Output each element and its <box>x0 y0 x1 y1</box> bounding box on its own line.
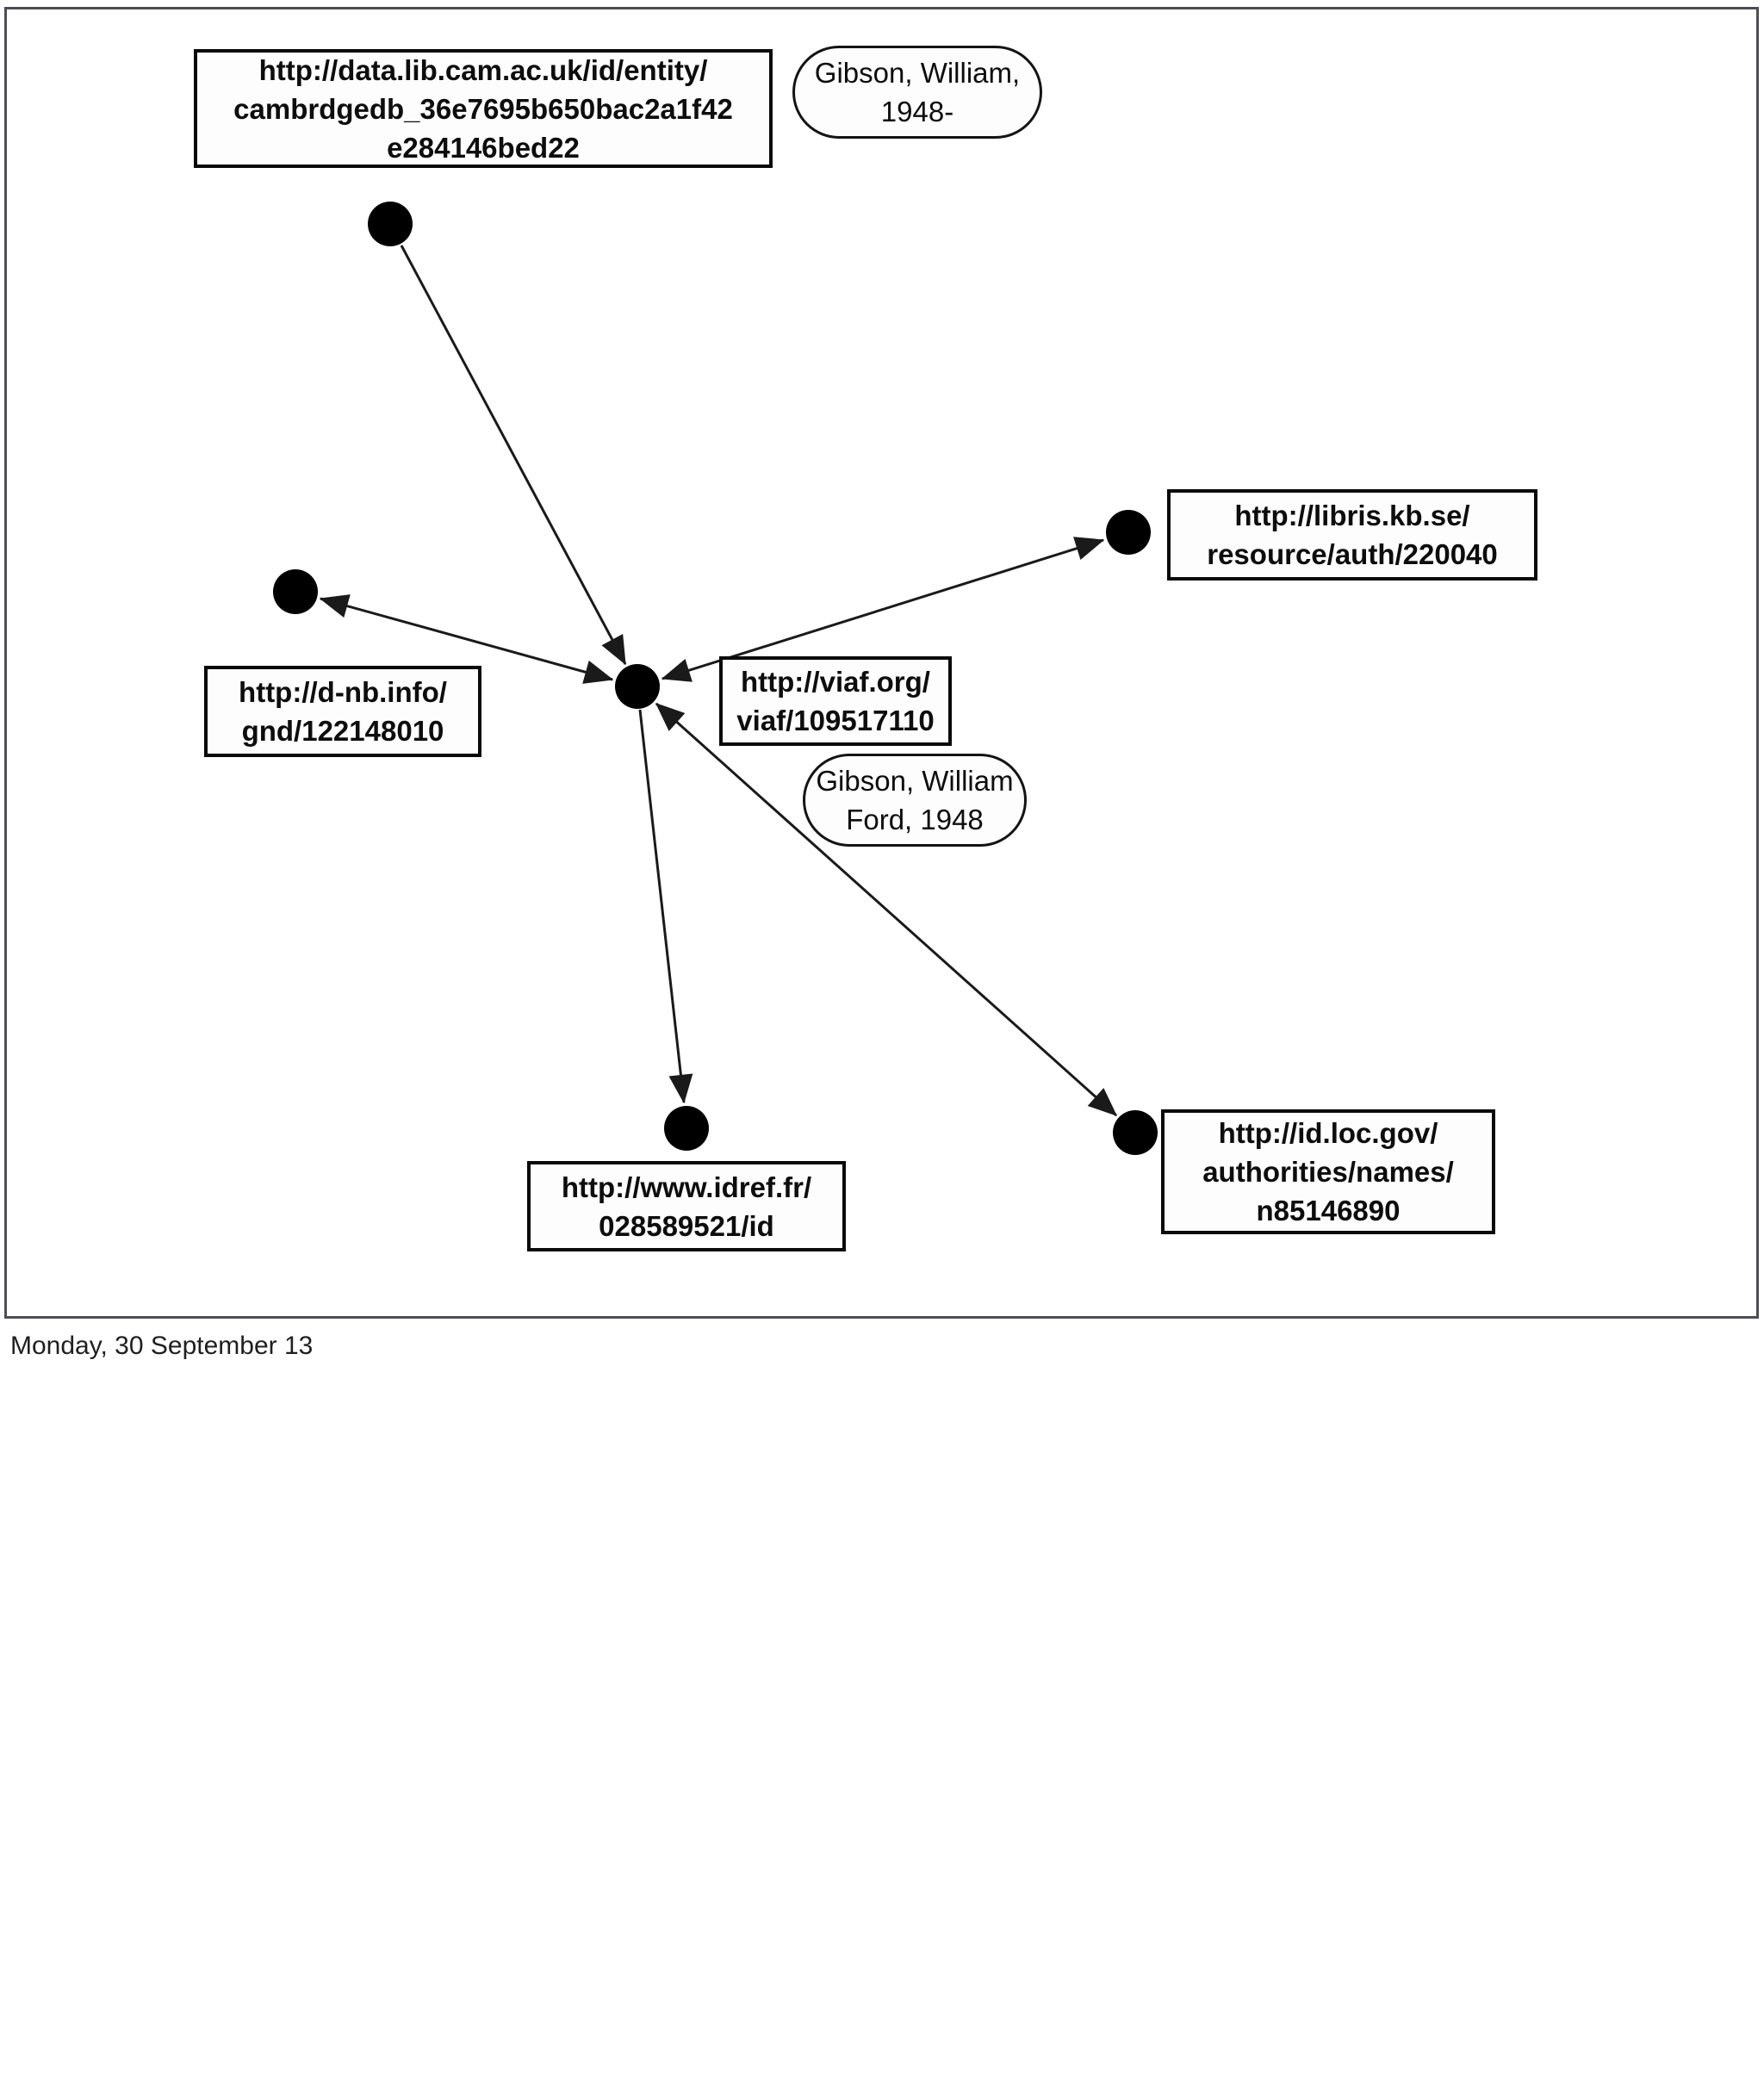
name-oval-gibson-ford: Gibson, William Ford, 1948 <box>803 754 1027 847</box>
edge-viaf-loc-bidirectional <box>655 702 1118 1117</box>
uri-box-loc-line2: authorities/names/ <box>1202 1156 1454 1188</box>
uri-box-dnb-line2: gnd/122148010 <box>241 715 444 747</box>
uri-box-idref-line1: http://www.idref.fr/ <box>561 1171 812 1203</box>
uri-box-libris-line2: resource/auth/220040 <box>1207 538 1498 570</box>
name-oval-gibson-ford-line1: Gibson, William <box>816 765 1014 797</box>
uri-box-viaf: http://viaf.org/ viaf/109517110 <box>719 656 952 746</box>
uri-box-viaf-line2: viaf/109517110 <box>736 705 935 736</box>
edge-dnb-viaf-bidirectional <box>319 594 614 684</box>
uri-box-cam-line2: cambrdgedb_36e7695b650bac2a1f42 <box>233 92 733 125</box>
node-dot-viaf <box>615 664 660 709</box>
uri-box-viaf-line1: http://viaf.org/ <box>741 666 930 698</box>
uri-box-cam-line3: e284146bed22 <box>387 131 580 164</box>
node-dot-idref <box>664 1106 709 1151</box>
uri-box-idref-line2: 028589521/id <box>599 1209 774 1242</box>
uri-box-cam-line1: http://data.lib.cam.ac.uk/id/entity/ <box>258 53 708 86</box>
uri-box-cam: http://data.lib.cam.ac.uk/id/entity/ cam… <box>194 49 773 168</box>
node-dot-cam <box>368 202 413 246</box>
uri-box-loc: http://id.loc.gov/ authorities/names/ n8… <box>1161 1109 1495 1234</box>
node-dot-loc <box>1113 1110 1158 1155</box>
node-dot-dnb <box>273 569 318 614</box>
name-oval-gibson-ford-line2: Ford, 1948 <box>846 804 984 835</box>
name-oval-gibson-1948-line2: 1948- <box>880 96 954 127</box>
footer-date: Monday, 30 September 13 <box>10 1332 314 1360</box>
uri-box-dnb: http://d-nb.info/ gnd/122148010 <box>204 666 481 757</box>
name-oval-gibson-1948: Gibson, William, 1948- <box>792 46 1042 139</box>
uri-box-loc-line3: n85146890 <box>1256 1195 1401 1226</box>
uri-box-dnb-line1: http://d-nb.info/ <box>239 676 447 708</box>
edge-viaf-libris-bidirectional <box>661 537 1105 682</box>
edge-viaf-to-idref <box>638 709 693 1104</box>
name-oval-gibson-1948-line1: Gibson, William, <box>814 57 1021 89</box>
uri-box-idref: http://www.idref.fr/ 028589521/id <box>527 1161 846 1251</box>
node-dot-libris <box>1106 510 1151 555</box>
uri-box-libris-line1: http://libris.kb.se/ <box>1234 500 1470 531</box>
uri-box-loc-line1: http://id.loc.gov/ <box>1218 1117 1438 1149</box>
uri-box-libris: http://libris.kb.se/ resource/auth/22004… <box>1167 489 1537 581</box>
edge-cam-to-viaf <box>400 245 627 666</box>
